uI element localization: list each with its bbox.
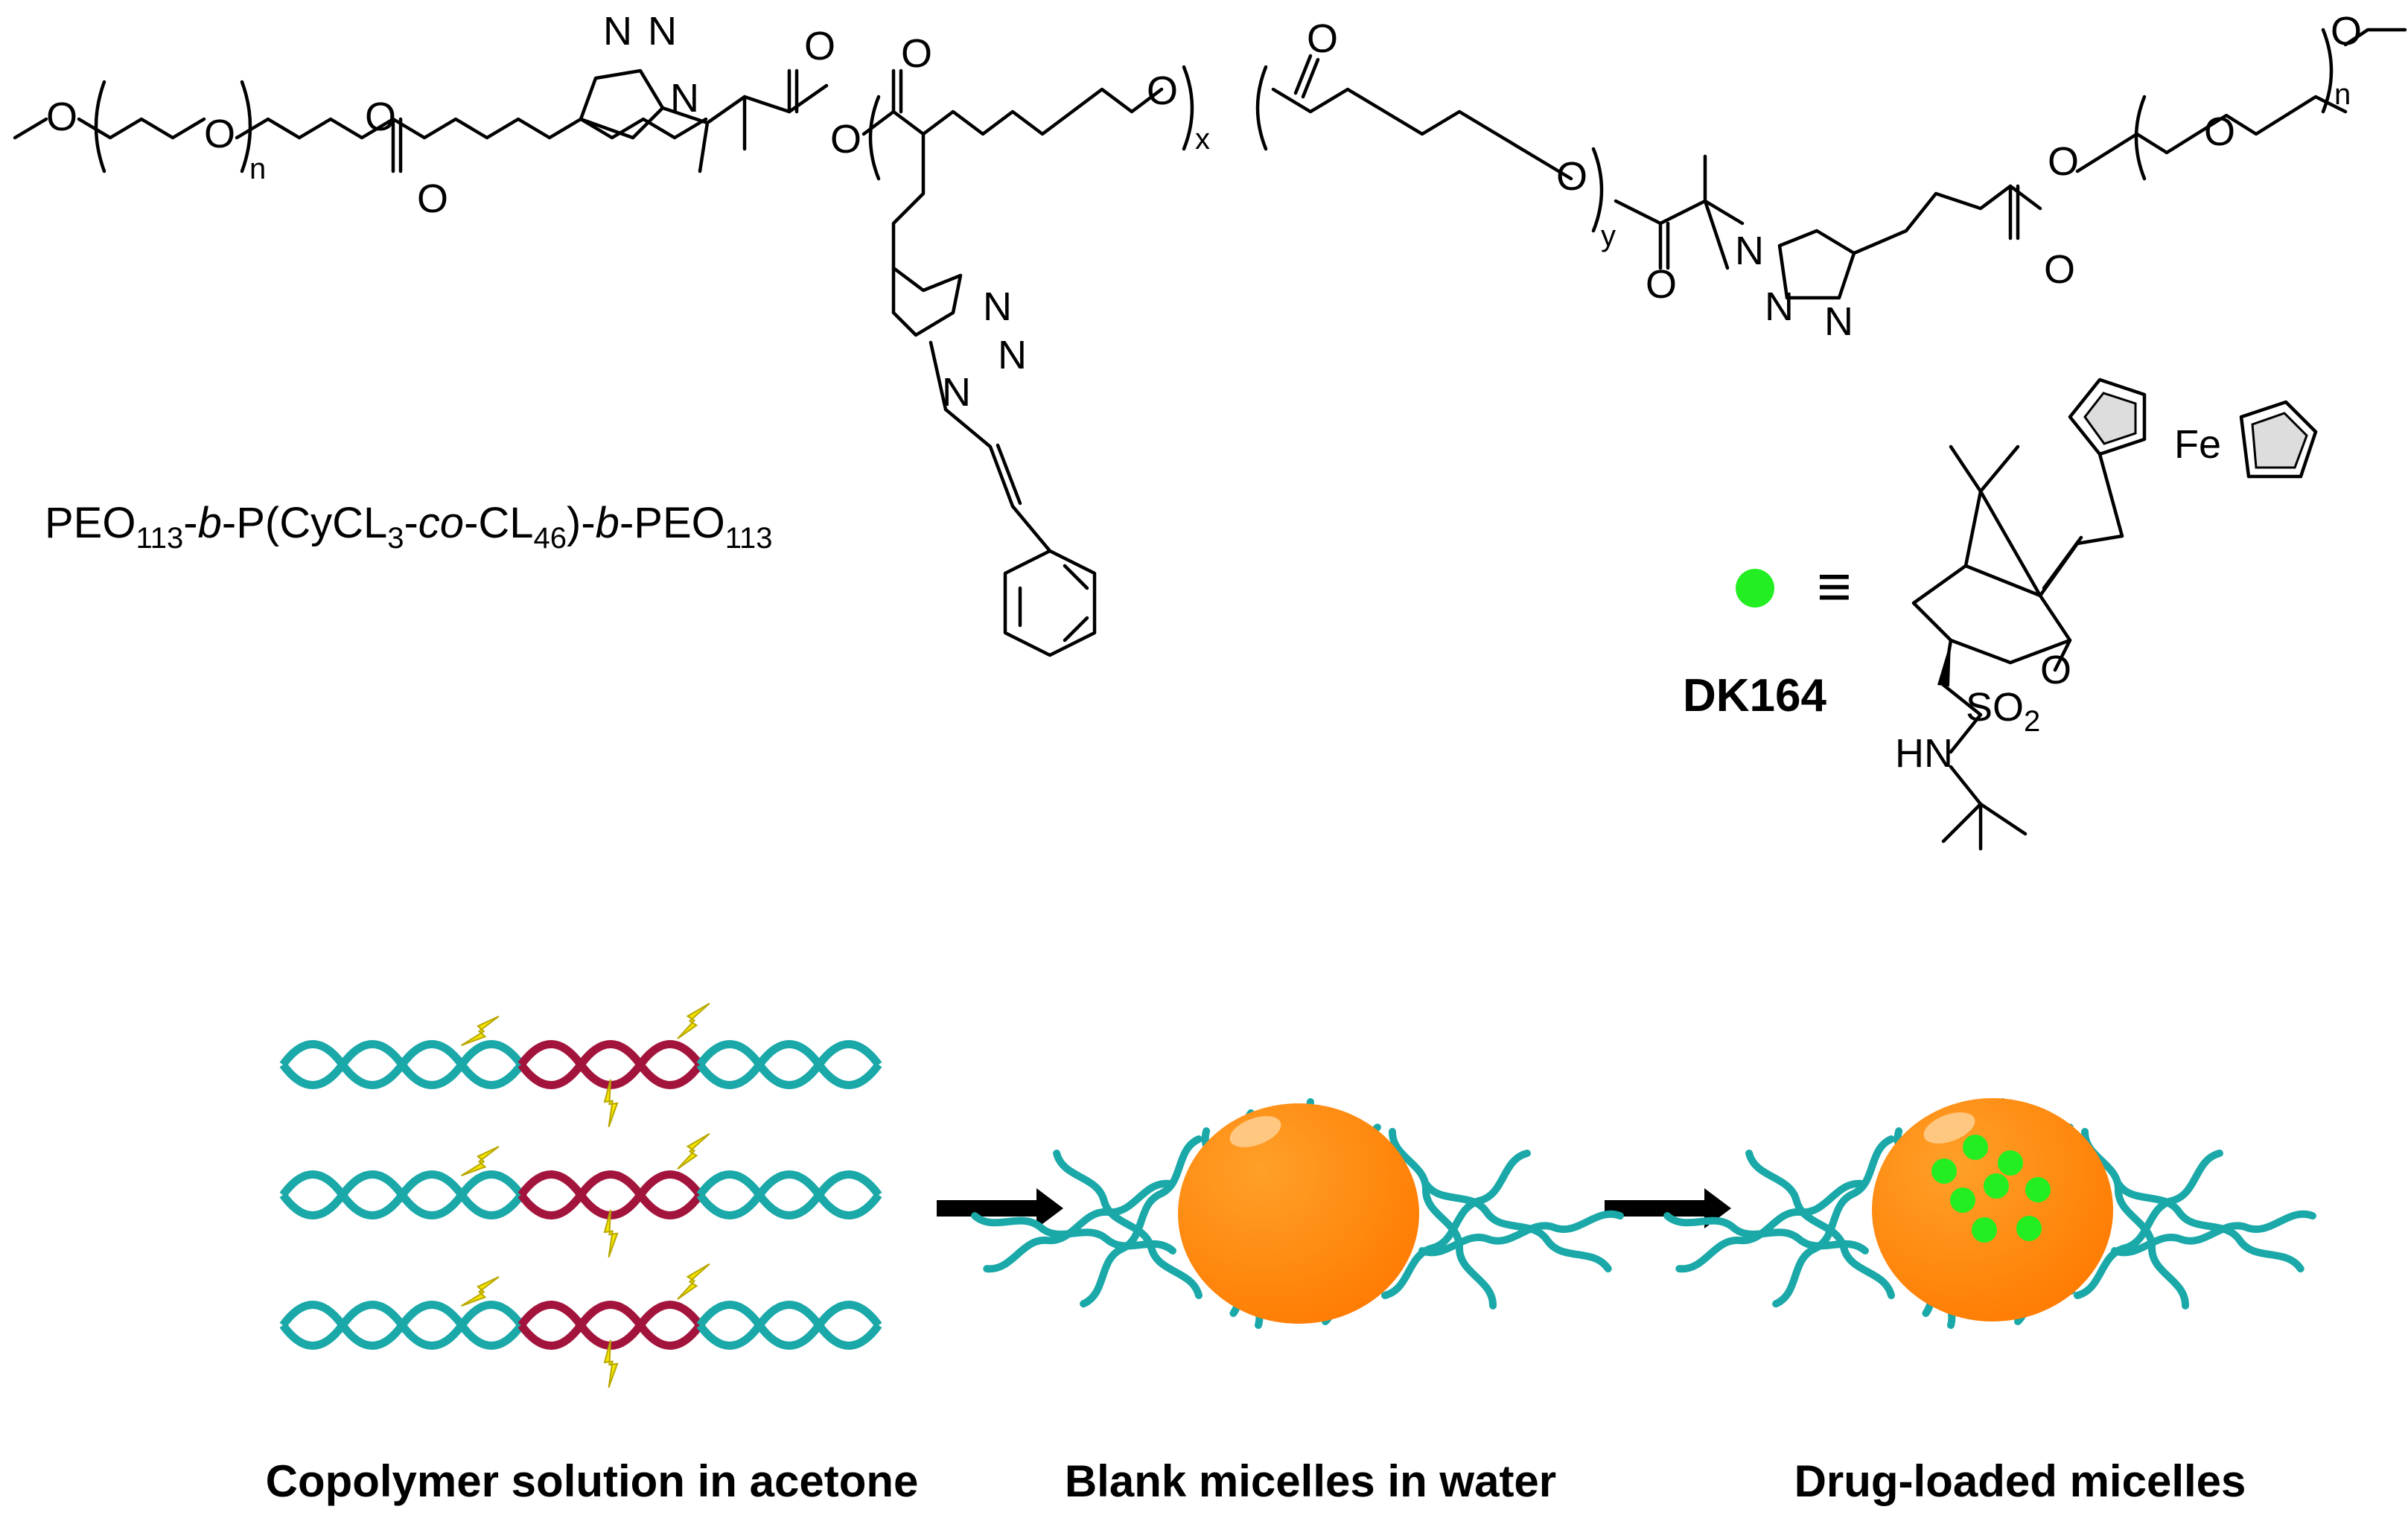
repeat-x: x [1195, 123, 1210, 156]
atom-n: N [603, 9, 632, 54]
bracket-n-right-close [2321, 28, 2334, 114]
drug-loaded-micelle [1666, 1098, 2313, 1326]
copolymer-label: PEO113-b-P(CyCL3-co-CL46)-b-PEO113 [45, 499, 773, 555]
atom-o: O [46, 95, 77, 139]
equivalence-symbol: ≡ [1817, 553, 1852, 619]
bracket-y-open [1255, 65, 1268, 151]
drug-dot-icon [1998, 1150, 2023, 1176]
right-peo-ester [1852, 184, 2042, 255]
copolymer-strand [279, 1258, 882, 1389]
core-highlight [1229, 1116, 1281, 1147]
hydrophobic-core [1872, 1098, 2113, 1321]
core-highlight [1923, 1112, 1975, 1144]
atom-hn: HN [1895, 731, 1953, 776]
arrow-right-icon [937, 1188, 1063, 1228]
atom-n: N [648, 9, 677, 54]
cyclopentadienyl-ring [2068, 377, 2147, 456]
atom-o: O [1556, 154, 1587, 199]
caption-blank-micelles: Blank micelles in water [1065, 1456, 1556, 1506]
atom-o: O [1646, 262, 1677, 307]
hydrophobic-core [1178, 1103, 1419, 1324]
drug-dot-icon [1736, 569, 1774, 608]
atom-o: O [804, 24, 835, 68]
atom-o: O [204, 112, 235, 156]
cycl-backbone [861, 87, 1164, 136]
atom-o: O [2048, 139, 2079, 184]
drug-dot-icon [1984, 1173, 2009, 1199]
bracket-x-open [868, 95, 881, 181]
bracket-y-close [1591, 147, 1604, 233]
atom-o: O [1307, 16, 1338, 61]
drug-dot-icon [1950, 1187, 1975, 1213]
polymer-structure: O O O O N N N O O O O O O O N N N O O O … [13, 9, 2407, 657]
pendant-triazole-ring [891, 266, 963, 337]
pendant-chain [891, 132, 926, 270]
drug-dot-icon [1972, 1217, 1997, 1243]
left-peo-chain [77, 117, 206, 140]
drug-dot-icon [2025, 1177, 2051, 1202]
atom-o: O [417, 176, 448, 221]
encapsulated-drug [1931, 1135, 2051, 1243]
atom-n: N [1824, 299, 1853, 344]
bracket-n-right-open [2134, 95, 2147, 181]
atom-o: O [830, 117, 861, 162]
atom-n: N [942, 370, 971, 415]
atom-o: O [2044, 247, 2075, 292]
dk164-structure: ≡ DK164 Fe O SO2 HN [1683, 377, 2318, 851]
atom-o: O [1147, 68, 1178, 113]
atom-fe: Fe [2174, 422, 2221, 467]
repeat-n-left: n [249, 153, 266, 185]
atom-n: N [1735, 229, 1764, 273]
left-peo-ester [235, 117, 708, 140]
phenyl-ring [1003, 549, 1097, 657]
atom-n: N [670, 76, 699, 121]
left-peo-backbone [13, 117, 48, 140]
copolymer-strands [279, 998, 882, 1389]
atom-o: O [365, 95, 396, 139]
blank-micelle [974, 1100, 1621, 1326]
bracket-x-close [1182, 65, 1194, 151]
drug-name: DK164 [1683, 670, 1827, 721]
repeat-y: y [1601, 220, 1616, 252]
right-triazole-ring [1777, 229, 1856, 300]
sulfonyl-label: SO2 [1966, 685, 2040, 738]
bracket-n-left-close [240, 80, 252, 173]
cinnamyl-chain [929, 340, 1052, 553]
atom-o: O [2040, 648, 2071, 692]
atom-o: O [2331, 9, 2362, 54]
repeat-n-right: n [2334, 78, 2351, 111]
atom-o: O [901, 31, 932, 76]
drug-dot-icon [1931, 1158, 1957, 1184]
atom-n: N [1765, 284, 1794, 329]
cl-backbone [1271, 87, 1573, 181]
copolymer-strand [279, 998, 882, 1128]
left-triazole-ring [579, 68, 665, 140]
right-peo-chain [2075, 95, 2348, 173]
cyclopentadienyl-ring [2239, 400, 2318, 479]
caption-drug-loaded-micelles: Drug-loaded micelles [1794, 1456, 2246, 1506]
drug-dot-icon [2016, 1216, 2042, 1241]
bracket-n-left-open [94, 80, 106, 173]
caption-copolymer-solution: Copolymer solution in acetone [266, 1456, 919, 1506]
atom-n: N [983, 284, 1012, 329]
copolymer-strand [279, 1128, 882, 1258]
drug-dot-icon [1963, 1135, 1988, 1160]
atom-n: N [998, 333, 1027, 377]
atom-o: O [2204, 109, 2235, 154]
